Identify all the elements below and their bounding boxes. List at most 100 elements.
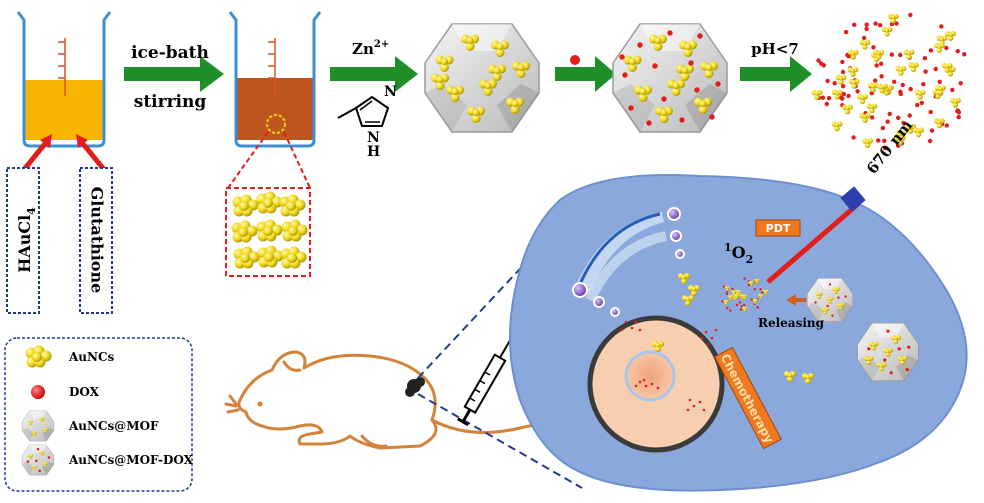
dox-dot [955, 108, 960, 113]
dox-dot [852, 22, 857, 27]
dox-dot [876, 138, 881, 143]
dox-dot [874, 63, 879, 68]
mouse-eye [257, 401, 263, 407]
dox-dot [832, 81, 837, 86]
dox-dot [901, 120, 906, 126]
dox-dot [878, 61, 884, 66]
dox-dot [825, 78, 830, 84]
aunc-cluster [847, 67, 859, 77]
singlet-oxygen-label: 1O2 [724, 241, 753, 266]
aunc-cluster [881, 26, 893, 37]
dox-dot [958, 81, 963, 86]
dox-dot [896, 115, 901, 121]
dox-dot [753, 288, 756, 291]
aunc-cluster [908, 62, 919, 73]
legend-label-mof: AuNCs@MOF [68, 419, 159, 433]
dox-dot [846, 93, 851, 99]
aunc-cluster [862, 138, 873, 149]
svg-text:1O2: 1O2 [724, 241, 753, 266]
dox-dot [928, 48, 934, 53]
dox-dot [731, 287, 734, 291]
releasing-arrow: Releasing [758, 294, 825, 330]
imidazole-nh: N [367, 130, 380, 146]
dox-dot [919, 100, 924, 106]
aunc-cluster [835, 74, 847, 85]
dox-dot [729, 309, 732, 312]
aunc-cluster [847, 49, 859, 60]
dox-dot [871, 45, 876, 50]
zoom-line-top [417, 195, 589, 379]
dox-dot [818, 61, 824, 66]
aunc-cluster [857, 94, 868, 104]
mof-particle [424, 23, 540, 133]
aunc-cluster [903, 49, 915, 60]
dox-dot [937, 79, 942, 85]
dox-dot [928, 109, 933, 115]
aunc-cluster [831, 121, 843, 132]
dox-dot [915, 102, 920, 108]
dox-dot [738, 301, 742, 304]
releasing-text: Releasing [758, 316, 825, 330]
legend-label-aunc: AuNCs [68, 350, 115, 364]
glutathione-label: Glutathione [79, 167, 113, 314]
dox-dot [855, 89, 860, 94]
dox-dot [843, 29, 849, 35]
dox-dot [922, 56, 928, 61]
svg-text:HAuCl4: HAuCl4 [15, 207, 38, 273]
dox-dot [944, 45, 949, 51]
outer-mof-dox-particle [857, 322, 919, 382]
ph-label: pH<7 [751, 40, 799, 58]
aunc-cluster [867, 82, 879, 93]
aunc-cluster [934, 118, 945, 129]
laser-wavelength: 670 nm [863, 116, 916, 177]
dox-dot [820, 95, 826, 100]
dox-dot [840, 69, 846, 75]
dox-dot [898, 89, 903, 95]
dox-dot [725, 292, 728, 295]
beaker-yellow [16, 11, 112, 148]
dox-dot [735, 303, 739, 307]
dox-dot [885, 119, 890, 124]
dox-dot [870, 115, 875, 120]
dox-dot [908, 12, 913, 18]
dox-dot [908, 86, 913, 92]
dox-dot [840, 59, 845, 65]
dox-dot [721, 300, 724, 303]
dox-dot [739, 308, 743, 311]
dox-dot [892, 79, 897, 85]
dox-dot [726, 306, 729, 310]
glutathione-text: Glutathione [88, 187, 107, 294]
imidazole-structure: N N H [337, 84, 397, 160]
dox-dot [824, 101, 829, 107]
aunc-cluster [842, 104, 853, 115]
released-particles [811, 12, 967, 151]
dox-dot [929, 128, 935, 133]
reagent-arrows [20, 134, 108, 174]
dox-dot [761, 291, 764, 294]
dox-dot [887, 111, 892, 117]
dox-dot [889, 52, 894, 57]
syringe-icon [457, 339, 511, 427]
aunc-cluster [859, 39, 871, 50]
dox-dot [933, 66, 938, 72]
legend-label-mof-dox: AuNCs@MOF-DOX [68, 453, 194, 467]
zoom-inset [225, 131, 311, 277]
releasing-mof [806, 278, 854, 322]
dox-dot [840, 96, 845, 101]
dox-dot [939, 24, 944, 29]
ice-bath-label: ice-bath [131, 43, 209, 63]
dox-dot [864, 22, 869, 27]
haucl4-label: HAuCl4 [6, 167, 40, 314]
dox-dot [879, 74, 884, 79]
dox-dot [750, 298, 753, 301]
haucl4-subscript: 4 [25, 207, 38, 215]
pdt-label: PDT [755, 219, 801, 237]
dox-dot [873, 21, 878, 26]
dox-dot [882, 145, 888, 151]
dox-dot [880, 125, 886, 131]
zoom-line-bottom [417, 393, 583, 489]
aunc-cluster [859, 113, 871, 123]
aunc-cluster [914, 89, 926, 100]
dox-dot [759, 288, 762, 291]
aunc-cluster [950, 97, 961, 108]
